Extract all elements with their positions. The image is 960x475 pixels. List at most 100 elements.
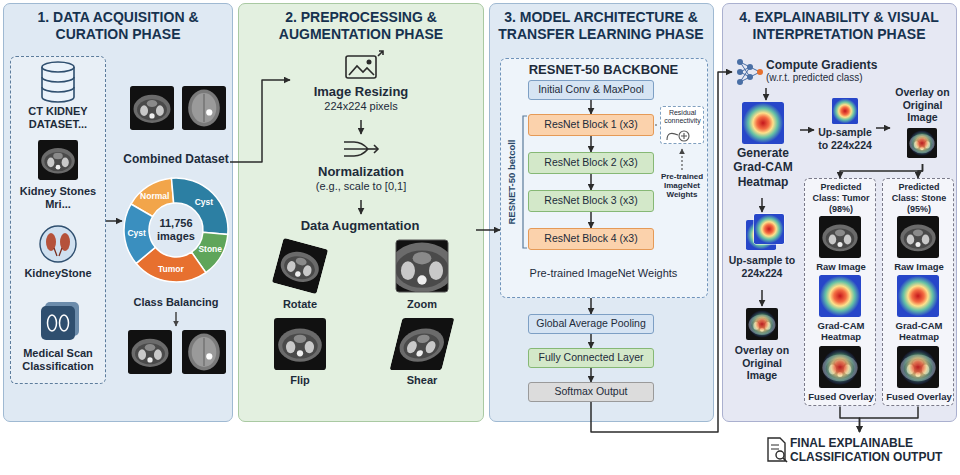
phase-panel: Image Resizing224x224 pixelsNormalizatio… [238,3,484,422]
kidney-icon [54,248,62,256]
node-label: Medical Scan Classification [13,347,103,373]
text-holder: Global Average Pooling [532,317,650,330]
residual-icon [667,133,678,140]
report-icon [783,458,787,462]
process-step: Compute Gradients(w.r.t. predicted class… [732,56,900,88]
database-icon [42,62,74,72]
overlay-image [746,308,778,340]
flow-arrow [590,334,592,348]
node-label: Initial Conv & MaxPool [532,83,650,96]
text-holder: Overlay on Original Image [890,86,955,124]
result-card: Predicted Class: Tumor (98%)Raw ImageGra… [804,178,876,406]
text-holder: (w.r.t. predicted class) [766,72,898,84]
layer-box: Global Average Pooling [528,314,654,334]
text-holder: Tumor [146,264,196,274]
process-step: Generate Grad-CAM Heatmap [726,100,800,198]
side-label: RESNET-50 betcoll [506,117,517,247]
residual-icon [679,131,689,141]
node-label: Normalization [293,164,429,180]
stage-bracket [523,116,527,248]
overlay-image [907,128,937,158]
text-holder: Pre-trained ImageNet Weights [501,267,706,280]
flow-arrow [476,229,500,231]
node-label: Grad-CAM Heatmap [807,320,875,343]
flow-arrow [876,127,890,129]
phase-panel: Initial Conv & MaxPoolResNet Block 1 (x3… [489,3,714,422]
residual-icon [681,133,687,139]
text-holder: 224x224 pixels [293,100,429,113]
text-holder: Overlay on Original Image [727,344,797,382]
report-icon [768,438,785,461]
text-holder: Normal [130,191,180,201]
kidney-icon [46,233,56,251]
flow-arrow [590,136,592,152]
scan-folder-icon [60,315,69,331]
process-step: Up-sample to 224x224 [726,212,798,290]
text-holder: Raw Image [807,261,875,272]
heatmap-image [754,214,784,244]
network-icon [740,62,760,82]
layer-box: ResNet Block 3 (x3) [528,190,654,212]
scan-folder-icon [45,302,79,336]
network-icon [747,64,753,70]
text-holder: Combined Dataset [122,152,230,166]
flow-arrow [860,406,919,432]
network-icon [737,69,743,75]
text-holder: ResNet Block 3 (x3) [532,194,650,207]
node-label: Data Augmentation [246,218,474,234]
node-label: Global Average Pooling [532,317,650,330]
text-holder: Fully Connected Layer [532,351,650,364]
resize-icon [346,56,376,78]
donut-segment [171,178,228,235]
network-icon [737,59,763,85]
text-holder: RESNET-50 BACKBONE [501,62,706,78]
scan-folder-icon [48,315,57,331]
augment-thumb [272,238,328,294]
node-label: Image Resizing [293,84,429,100]
text-holder: Class Balancing [122,296,230,309]
normalize-icon [354,142,368,156]
node-label: (e.g., scale to [0,1] [293,180,429,193]
process-step: Normalization(e.g., scale to [0,1] [290,134,432,200]
augment-thumb [274,318,326,370]
scan-image [128,330,172,374]
donut-segment [136,247,206,282]
text-holder: ResNet Block 1 (x3) [532,118,650,131]
flow-arrow [761,290,763,306]
text-holder: Fused Overlay [885,391,953,402]
flow-arrow [918,164,923,178]
text-holder: CT KIDNEY DATASET... [13,105,103,131]
normalize-icon [344,142,354,156]
node-label: Overlay on Original Image [890,86,955,124]
layer-box: Initial Conv & MaxPool [528,80,654,100]
segment-label: Cyst [112,228,162,238]
network-icon [737,79,743,85]
resize-icon [367,60,372,65]
scan-folder-icon [41,302,79,340]
flow-arrow [761,198,763,212]
text-holder: 2. PREPROCESSING & AUGMENTATION PHASE [243,9,479,43]
text-holder: KidneyStone [13,267,103,280]
text-holder: Up-sample to 224x224 [727,254,797,279]
text-holder: (e.g., scale to [0,1] [293,180,429,193]
augment-thumb [396,240,448,292]
segment-label: Cyst [179,197,229,207]
text-holder: Pre-trained ImageNet Weights [656,172,708,200]
node-label: Raw Image [885,261,953,272]
layer-box: ResNet Block 1 (x3) [528,114,654,136]
node-label: Fused Overlay [807,391,875,402]
node-label: ResNet Block 3 (x3) [532,194,650,207]
source-group: CT KIDNEY DATASET...Kidney Stones Mri...… [10,56,106,384]
flow-arrow [590,212,592,228]
flow-arrow [230,80,290,162]
leader-line [681,149,682,170]
text-holder: Stone [185,244,235,254]
node-label: ResNet Block 2 (x3) [532,156,650,169]
node-label: Softmax Output [532,385,650,398]
text-holder: Predicted Class: Stone (95%) [885,182,953,214]
node-label: (w.r.t. predicted class) [766,72,898,84]
layer-box: Softmax Output [528,382,654,402]
flow-arrow [106,220,122,222]
node-label: Compute Gradients [766,58,898,72]
residual-icon [667,131,689,141]
